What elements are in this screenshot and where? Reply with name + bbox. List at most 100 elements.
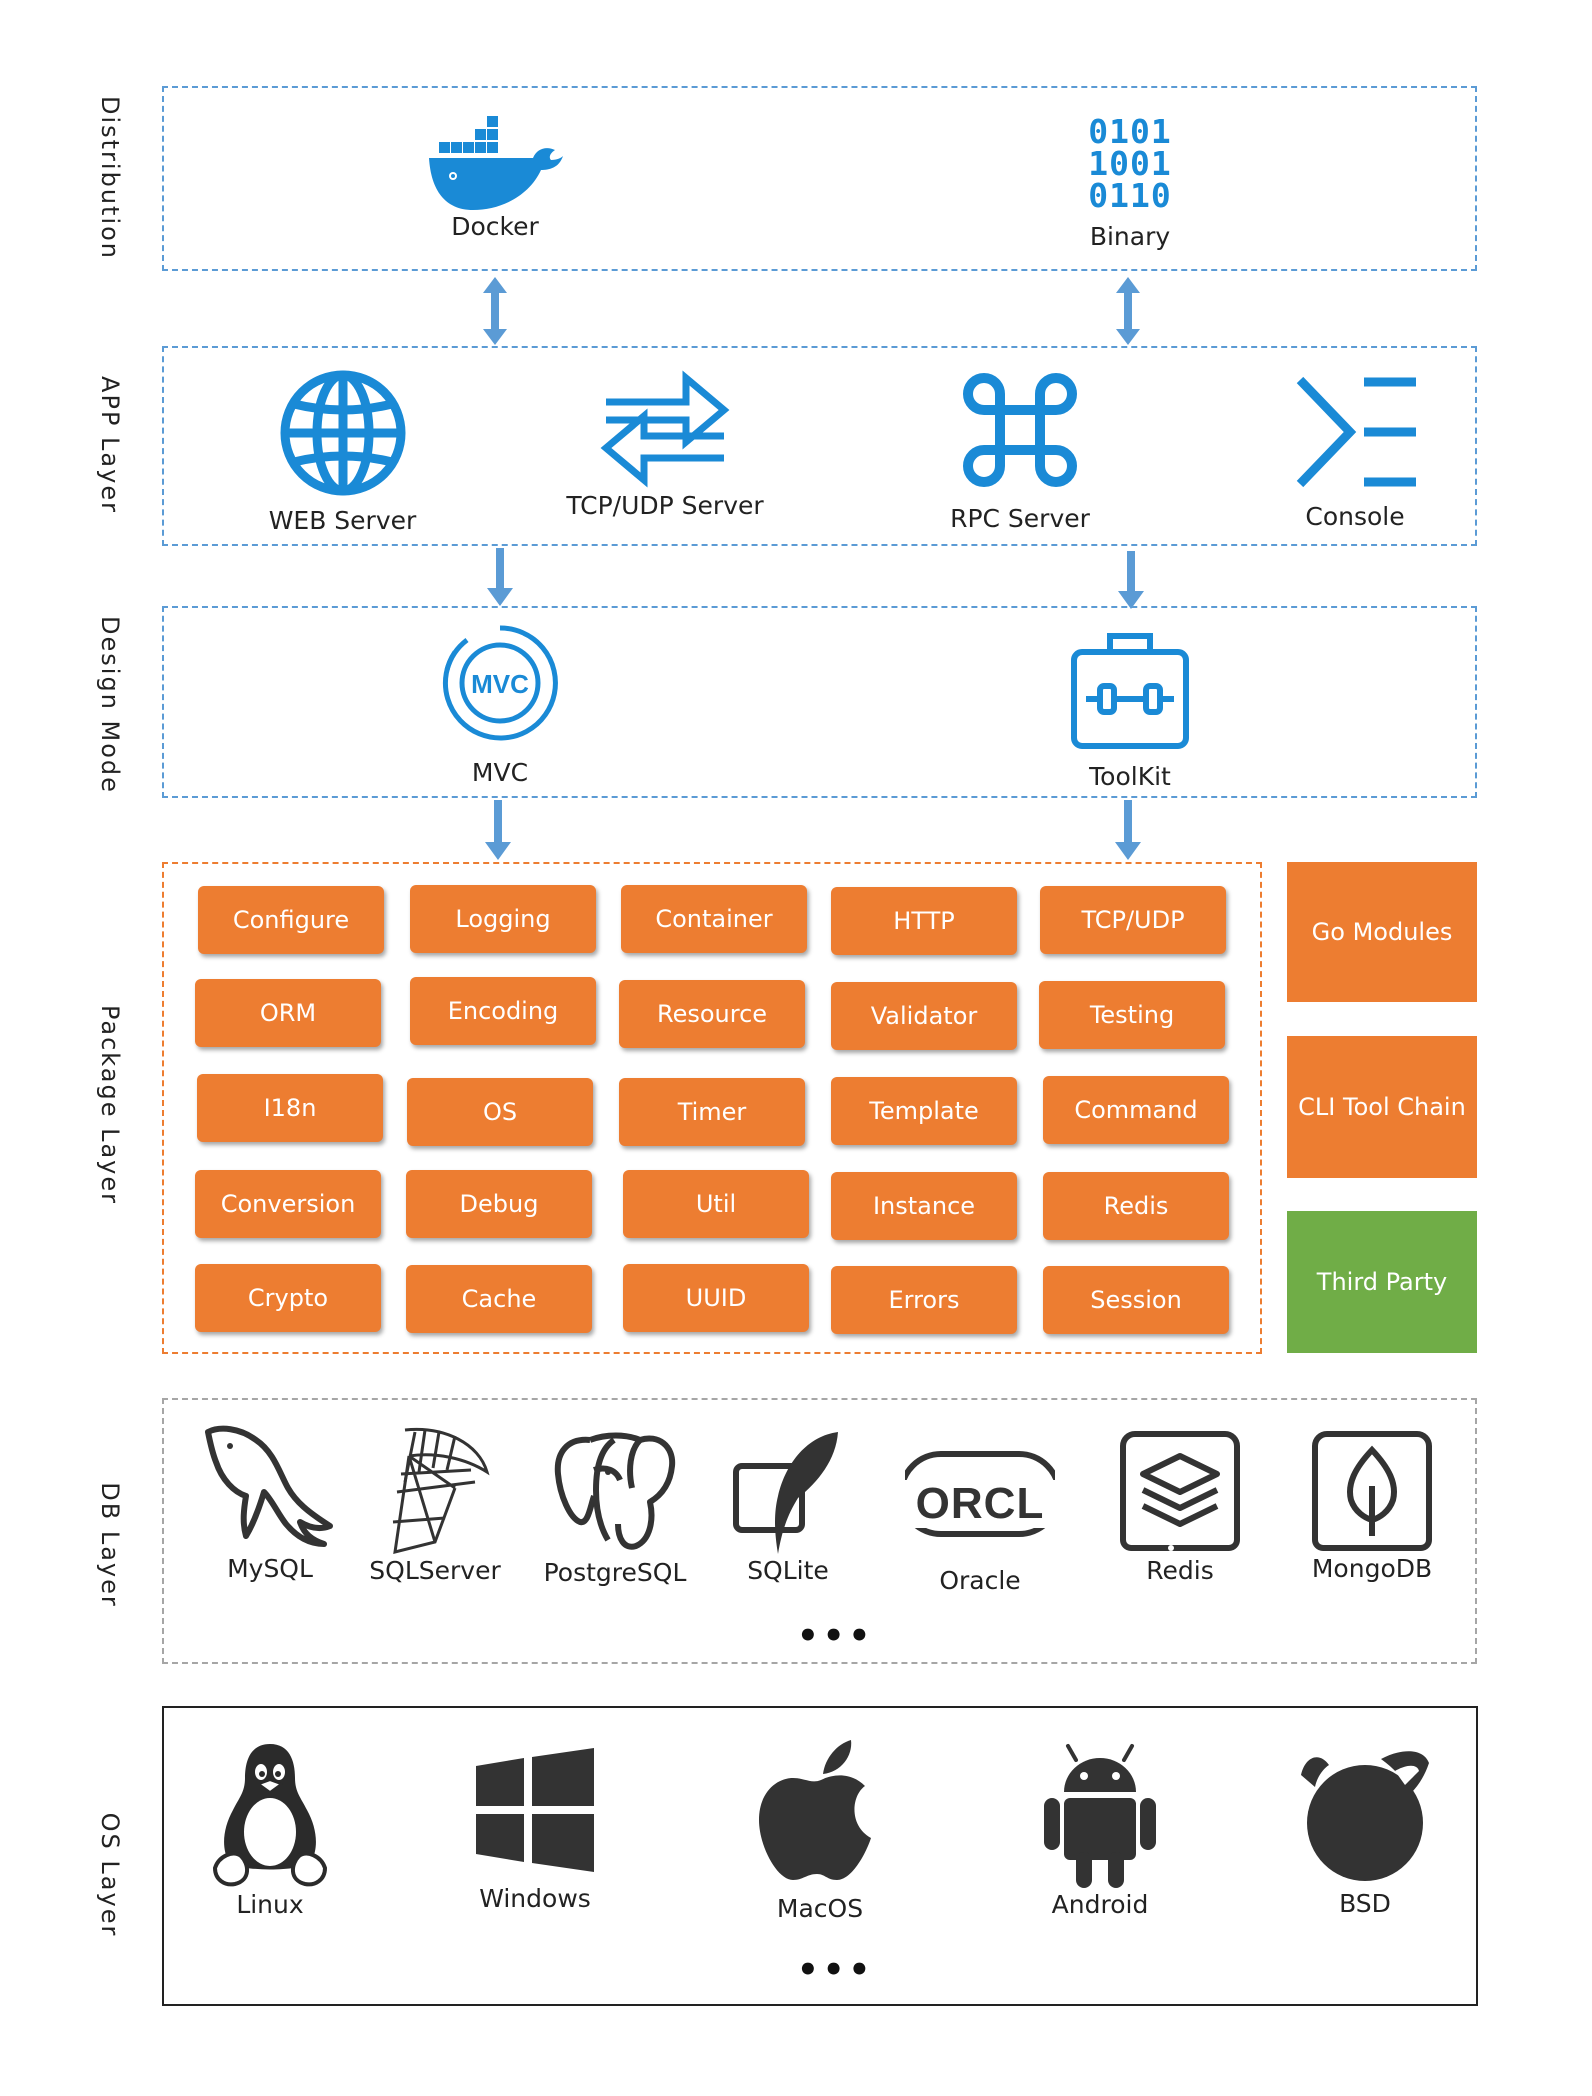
binary-node: 0101 1001 0110 Binary [1060, 112, 1200, 251]
package-cache: Cache [406, 1265, 592, 1333]
package-orm: ORM [195, 979, 381, 1047]
layer-label-os: OS Layer [96, 1812, 124, 1938]
postgresql-node: PostgreSQL [540, 1430, 690, 1587]
os-layer [162, 1706, 1478, 2006]
binary-digits-row: 0101 [1088, 112, 1172, 151]
sqlserver-icon [392, 1427, 490, 1554]
bsd-node: BSD [1290, 1745, 1440, 1918]
cli-tool-chain-block: CLI Tool Chain [1287, 1036, 1477, 1178]
go-modules-block: Go Modules [1287, 862, 1477, 1002]
globe-icon [280, 370, 405, 496]
mongodb-node: MongoDB [1302, 1428, 1442, 1583]
windows-label: Windows [479, 1884, 591, 1913]
package-resource: Resource [619, 980, 805, 1048]
binary-digits-row: 1001 [1088, 144, 1172, 183]
docker-label: Docker [451, 212, 539, 241]
layer-label-design: Design Mode [96, 616, 124, 794]
package-http: HTTP [831, 887, 1017, 955]
layer-label-package: Package Layer [96, 1004, 124, 1206]
down-arrow-icon [1118, 551, 1144, 609]
tcp-udp-server-node: TCP/UDP Server [565, 366, 765, 520]
mvc-icon: MVC [442, 625, 558, 741]
mongodb-leaf-icon [1312, 1431, 1432, 1551]
sqlserver-node: SQLServer [360, 1422, 510, 1585]
package-encoding: Encoding [410, 977, 596, 1045]
package-logging: Logging [410, 885, 596, 953]
down-arrow-icon [487, 548, 513, 606]
mvc-label: MVC [471, 758, 529, 787]
apple-logo-icon [759, 1740, 871, 1880]
package-i18n: I18n [197, 1074, 383, 1142]
distribution-layer [162, 86, 1477, 271]
web-server-node: WEB Server [260, 368, 425, 535]
oracle-node: ORCL Oracle [885, 1436, 1075, 1595]
third-party-block: Third Party [1287, 1211, 1477, 1353]
package-configure: Configure [198, 886, 384, 954]
sqlserver-label: SQLServer [369, 1556, 501, 1585]
docker-node: Docker [420, 112, 570, 241]
package-os: OS [407, 1078, 593, 1146]
exchange-arrows-icon [600, 370, 730, 488]
android-label: Android [1051, 1890, 1149, 1919]
binary-label: Binary [1089, 222, 1171, 251]
oracle-logo-icon: ORCL [885, 1444, 1075, 1564]
package-validator: Validator [831, 982, 1017, 1050]
os-more-ellipsis: ••• [797, 1950, 875, 1990]
package-timer: Timer [619, 1078, 805, 1146]
android-robot-icon [1044, 1744, 1156, 1888]
toolkit-label: ToolKit [1089, 762, 1171, 791]
package-conversion: Conversion [195, 1170, 381, 1238]
package-container: Container [621, 885, 807, 953]
windows-node: Windows [460, 1746, 610, 1913]
console-node: Console [1275, 374, 1435, 531]
package-instance: Instance [831, 1172, 1017, 1240]
bsd-label: BSD [1339, 1889, 1391, 1918]
postgresql-elephant-icon [554, 1432, 676, 1550]
command-key-icon [963, 373, 1077, 487]
package-testing: Testing [1039, 981, 1225, 1049]
layer-label-db: DB Layer [96, 1482, 124, 1608]
windows-logo-icon [476, 1748, 594, 1872]
linux-node: Linux [200, 1740, 340, 1919]
redis-node: Redis [1110, 1428, 1250, 1585]
package-uuid: UUID [623, 1264, 809, 1332]
db-layer [162, 1398, 1477, 1664]
web-server-label: WEB Server [268, 506, 417, 535]
mongodb-label: MongoDB [1311, 1554, 1433, 1583]
down-arrow-icon [485, 800, 511, 860]
package-debug: Debug [406, 1170, 592, 1238]
package-session: Session [1043, 1266, 1229, 1334]
redis-label: Redis [1146, 1556, 1214, 1585]
rpc-server-label: RPC Server [950, 504, 1090, 533]
bsd-daemon-icon [1301, 1751, 1429, 1881]
sqlite-node: SQLite [723, 1426, 853, 1585]
mvc-node: MVC MVC [425, 620, 575, 787]
oracle-label: Oracle [939, 1566, 1021, 1595]
mysql-node: MySQL [195, 1422, 345, 1583]
app-layer [162, 346, 1477, 546]
package-template: Template [831, 1077, 1017, 1145]
sqlite-label: SQLite [747, 1556, 829, 1585]
console-prompt-icon [1296, 376, 1416, 488]
package-errors: Errors [831, 1266, 1017, 1334]
rpc-server-node: RPC Server [940, 370, 1100, 533]
design-mode-layer [162, 606, 1477, 798]
package-layer [162, 862, 1262, 1354]
mysql-label: MySQL [227, 1554, 313, 1583]
binary-icon: 0101 1001 0110 [1060, 112, 1200, 222]
linux-label: Linux [236, 1890, 304, 1919]
sqlite-feather-icon [733, 1432, 838, 1554]
android-node: Android [1025, 1740, 1175, 1919]
oracle-logo-text: ORCL [895, 1480, 1065, 1528]
down-arrow-icon [1115, 800, 1141, 860]
double-arrow-icon [1116, 277, 1140, 345]
linux-tux-icon [212, 1744, 328, 1887]
mvc-badge-text: MVC [471, 669, 529, 699]
redis-stack-icon [1120, 1431, 1240, 1551]
toolbox-icon [1071, 633, 1189, 749]
db-more-ellipsis: ••• [797, 1616, 875, 1656]
double-arrow-icon [483, 277, 507, 345]
macos-node: MacOS [745, 1730, 895, 1923]
binary-digits-row: 0110 [1088, 176, 1172, 215]
toolkit-node: ToolKit [1060, 628, 1200, 791]
